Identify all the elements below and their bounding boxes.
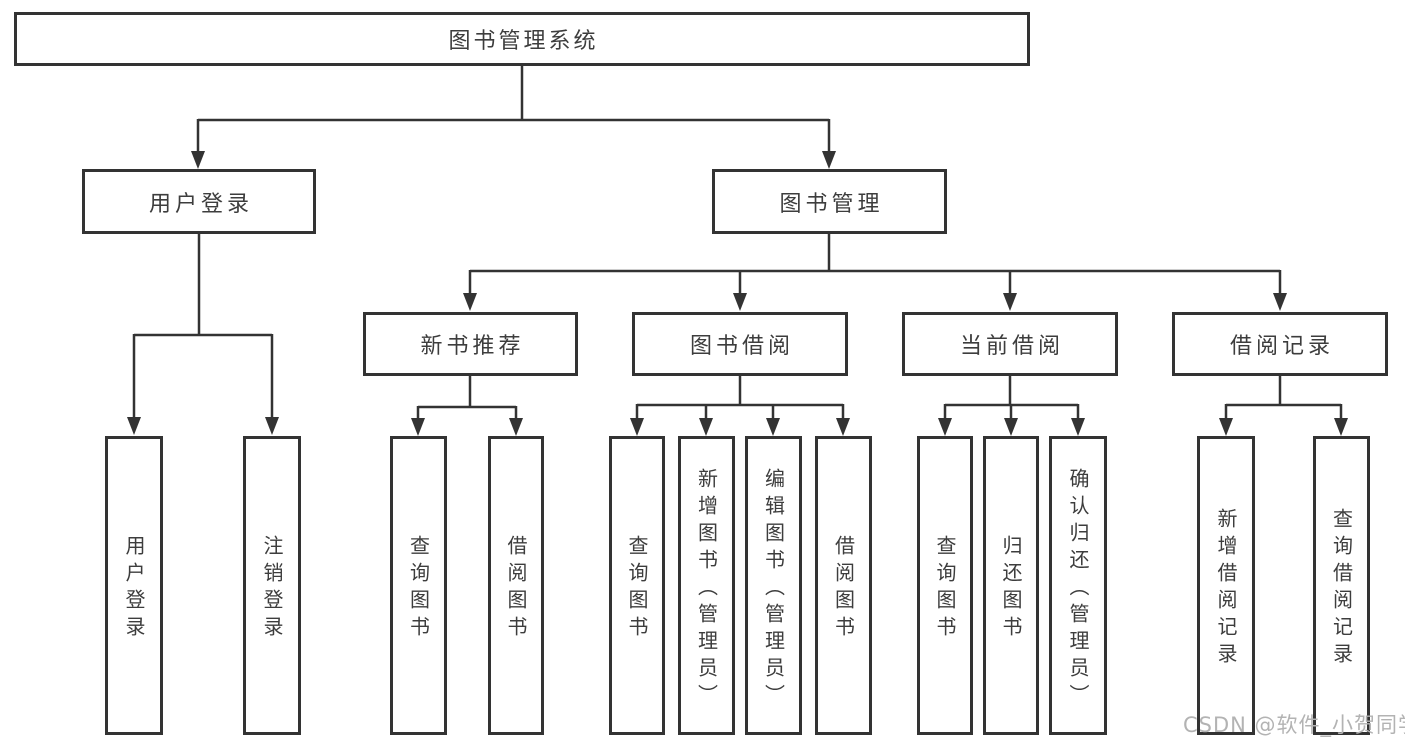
arrowhead [630, 418, 644, 436]
connector-book-management-to-level3 [463, 234, 1287, 311]
watermark: CSDN @软件_小贺同学 [1183, 713, 1405, 737]
connector-current-borrowing-to-leaves [938, 376, 1085, 436]
node-borrowing-records: 借阅记录 [1172, 312, 1388, 376]
node-new-book-recommendation: 新书推荐 [363, 312, 578, 376]
node-label: 借阅图书 [504, 535, 528, 643]
leaf-confirm-return-admin: 确认归还（管理员） [1049, 436, 1107, 735]
arrowhead [938, 418, 952, 436]
arrowhead [463, 293, 477, 311]
leaf-query-books-current: 查询图书 [917, 436, 973, 735]
arrowhead [1004, 418, 1018, 436]
node-label: 图书借阅 [689, 334, 794, 359]
leaf-logout: 注销登录 [243, 436, 301, 735]
connector-user-login-to-leaves [127, 234, 279, 435]
leaf-query-books-recommend: 查询图书 [390, 436, 447, 735]
leaf-user-login: 用户登录 [105, 436, 163, 735]
node-current-borrowing: 当前借阅 [902, 312, 1118, 376]
node-label: 借阅图书 [831, 535, 856, 643]
node-label: 新书推荐 [420, 334, 525, 359]
connector-root-to-level2 [191, 66, 836, 169]
node-book-management: 图书管理 [712, 169, 947, 234]
node-label: 图书管理 [779, 191, 884, 217]
arrowhead [766, 418, 780, 436]
node-book-borrowing: 图书借阅 [632, 312, 848, 376]
leaf-query-borrow-record: 查询借阅记录 [1313, 436, 1370, 735]
node-label: 查询图书 [625, 535, 649, 643]
leaf-return-books: 归还图书 [983, 436, 1039, 735]
arrowhead [509, 418, 523, 436]
node-label: 用户登录 [122, 535, 146, 643]
node-label: 新增借阅记录 [1214, 508, 1238, 670]
node-user-login: 用户登录 [82, 169, 316, 234]
arrowhead [1273, 293, 1287, 311]
node-label: 编辑图书（管理员） [761, 467, 786, 711]
leaf-borrow-books: 借阅图书 [815, 436, 872, 735]
arrowhead [265, 417, 279, 435]
leaf-query-books-borrow: 查询图书 [609, 436, 665, 735]
arrowhead [127, 417, 141, 435]
node-label: 查询图书 [406, 535, 431, 643]
arrowhead [1219, 418, 1233, 436]
arrowhead [822, 151, 836, 169]
node-label: 借阅记录 [1229, 334, 1334, 359]
node-label: 归还图书 [999, 535, 1023, 643]
arrowhead [191, 151, 205, 169]
node-label: 新增图书（管理员） [694, 467, 719, 711]
node-label: 确认归还（管理员） [1066, 467, 1090, 711]
node-library-system: 图书管理系统 [14, 12, 1030, 66]
node-label: 注销登录 [260, 535, 284, 643]
arrowhead [1003, 293, 1017, 311]
arrowhead [411, 418, 425, 436]
connector-new-book-to-leaves [411, 376, 523, 436]
connector-book-borrowing-to-leaves [630, 376, 850, 436]
leaf-add-borrow-record: 新增借阅记录 [1197, 436, 1255, 735]
node-label: 当前借阅 [959, 334, 1064, 359]
leaf-edit-books-admin: 编辑图书（管理员） [745, 436, 802, 735]
arrowhead [733, 293, 747, 311]
arrowhead [1071, 418, 1085, 436]
arrowhead [1334, 418, 1348, 436]
arrowhead [699, 418, 713, 436]
arrowhead [836, 418, 850, 436]
node-label: 图书管理系统 [448, 29, 599, 54]
node-label: 用户登录 [148, 191, 253, 217]
connector-borrowing-records-to-leaves [1219, 376, 1348, 436]
leaf-add-books-admin: 新增图书（管理员） [678, 436, 735, 735]
leaf-borrow-books-recommend: 借阅图书 [488, 436, 544, 735]
node-label: 查询图书 [933, 535, 957, 643]
node-label: 查询借阅记录 [1329, 508, 1354, 670]
